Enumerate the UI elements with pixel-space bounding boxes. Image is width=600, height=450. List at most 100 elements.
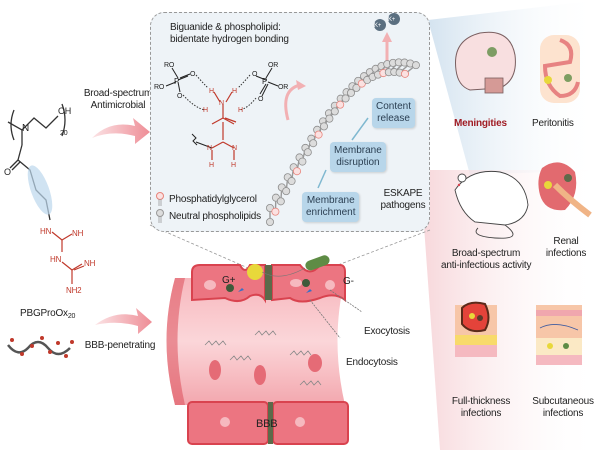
bracket-right (61, 103, 66, 137)
mechanism-title-line2: bidentate hydrogen bonding (170, 34, 289, 45)
repeat-subscript: 20 (60, 130, 68, 137)
nucleus (325, 280, 335, 290)
renal-label-line1: Renal (553, 236, 579, 247)
chem-o-3: O (252, 71, 258, 78)
chain-beads (10, 336, 74, 358)
eskape-line1: ESKAPE (383, 188, 423, 199)
arrow-release-head (382, 32, 392, 42)
arrow-hbond-head (296, 80, 306, 90)
step-2-line1: Membrane (334, 145, 382, 156)
mechanism-title-line1: Biguanide & phospholipid: (170, 22, 281, 33)
polymer-name-subscript: 20 (67, 313, 76, 320)
nucleus (204, 280, 216, 290)
step-membrane-disruption: Membrane disruption (330, 142, 386, 172)
bracket-left (10, 109, 15, 141)
polymer-chain (299, 380, 322, 386)
kidney-icon (538, 162, 592, 218)
chem-p-2: P (262, 77, 268, 86)
chem-h-3: H (203, 107, 208, 114)
mouse-icon (454, 170, 529, 239)
polymer-chain-icon (7, 340, 71, 356)
o-atom: O (4, 167, 11, 177)
guanidine-nh-2: NH (84, 259, 96, 268)
full-thickness-line1: Full-thickness (451, 396, 511, 407)
mechanism-title: Biguanide & phospholipid: bidentate hydr… (170, 22, 289, 46)
brain-icon (455, 31, 516, 94)
endocytosis-label: Endocytosis (346, 357, 398, 368)
tight-junction (265, 265, 272, 300)
fan-red (420, 170, 600, 450)
full-thickness-label: Full-thickness infections (446, 396, 516, 420)
ion-label-1: K+ (374, 23, 382, 29)
chem-h-2: H (232, 88, 237, 95)
renal-label: Renal infections (541, 236, 591, 260)
subcutaneous-line2: infections (542, 408, 584, 419)
highlight-ellipse (27, 165, 53, 215)
eskape-line2: pathogens (380, 200, 426, 211)
renal-label-line2: infections (545, 248, 587, 259)
guanidine-hn-1: HN (40, 227, 52, 236)
step-arrow-2 (351, 117, 369, 141)
ion-label-2: K+ (388, 17, 396, 23)
potassium-ion (388, 13, 400, 25)
vesicle (226, 284, 234, 292)
red-blood-cell (308, 354, 322, 372)
vessel-edge (166, 278, 185, 405)
mouse-label-line2: anti-infectious activity (441, 260, 532, 271)
step-1-line1: Membrane (306, 195, 355, 206)
exocytosis-arrow (329, 289, 363, 313)
step-arrow-1 (317, 169, 327, 189)
vesicle (302, 279, 310, 287)
polymer-chain (204, 340, 227, 346)
chem-n-2: N (207, 145, 212, 152)
chem-or-2: OR (278, 84, 289, 91)
mouse-label: Broad-spectrum anti-infectious activity (441, 248, 531, 272)
arrow-hbond (284, 83, 301, 121)
legend-phosphatidylglycerol: Phosphatidylglycerol (169, 194, 257, 205)
meningitis-label: Meningities (454, 118, 507, 129)
neutral-lipid (265, 203, 274, 226)
antimicrobial-label-line2: Antimicrobial (90, 100, 146, 111)
intestine-icon (540, 35, 580, 103)
potassium-ion (374, 19, 386, 31)
full-thickness-skin-icon (455, 301, 497, 357)
tight-junction (268, 402, 273, 444)
chem-o-2: O (177, 93, 183, 100)
nucleus (220, 417, 230, 427)
chem-h-5: H (209, 162, 214, 169)
nucleus (295, 417, 305, 427)
subcutaneous-line1: Subcutaneous (532, 396, 594, 407)
chem-o-1: O (190, 71, 196, 78)
step-3-line2: release (377, 113, 410, 124)
subcutaneous-skin-icon (536, 305, 582, 365)
step-1-line2: enrichment (306, 207, 356, 218)
guanidine-hn-2: HN (50, 255, 62, 264)
chem-h-4: H (238, 107, 243, 114)
arrow-bbb (95, 308, 152, 334)
polymer-marker (306, 289, 312, 293)
gram-negative-label: G- (343, 276, 354, 287)
polymer-chain (254, 330, 277, 336)
phosphatidylglycerol-lipid (400, 61, 420, 78)
antimicrobial-label-line1: Broad-spectrum (83, 88, 153, 99)
chem-h-6: H (231, 162, 236, 169)
chem-n-1: N (219, 100, 224, 107)
polymer-chain (289, 350, 312, 356)
step-membrane-enrichment: Membrane enrichment (302, 192, 360, 222)
polymer-chain (229, 355, 252, 361)
legend-neutral-phospholipids: Neutral phospholipids (169, 211, 261, 222)
chem-h-1: H (209, 88, 214, 95)
mouse-label-line1: Broad-spectrum (451, 248, 521, 259)
step-2-line2: disruption (336, 157, 380, 168)
flagellum (261, 267, 306, 277)
subcutaneous-label: Subcutaneous infections (528, 396, 598, 420)
n-atom: N (22, 123, 30, 134)
red-blood-cell (254, 365, 266, 385)
chem-p-1: P (174, 77, 180, 86)
arrow-antimicrobial (92, 118, 150, 144)
